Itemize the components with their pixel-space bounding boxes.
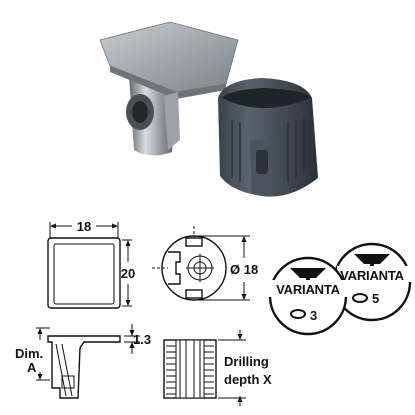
side-section-drawing: 1.3 Dim. A (15, 324, 151, 399)
thickness-dimension-label: 1.3 (133, 332, 151, 347)
drilling-label-line1: Drilling (224, 354, 269, 369)
front-view-drawing: 18 20 (47, 219, 135, 309)
dim-a-label-line1: Dim. (15, 346, 43, 361)
brand-label-badge-5: VARIANTA (340, 268, 404, 283)
plastic-housing-photo (218, 78, 318, 197)
top-view-drawing: Ø 18 (152, 226, 258, 301)
diameter-dimension-label: Ø 18 (230, 262, 258, 277)
code-label-badge-5: 5 (372, 291, 379, 306)
metal-connector-photo (99, 21, 239, 156)
drilling-label-line2: depth X (224, 372, 272, 387)
varianta-badge-3: VARIANTA 3 (266, 256, 350, 336)
height-dimension-label: 20 (121, 266, 135, 281)
brand-label-badge-3: VARIANTA (276, 282, 340, 297)
housing-section-drawing: Drilling depth X (163, 330, 272, 406)
width-dimension-label: 18 (77, 219, 91, 234)
dim-a-label-line2: A (27, 360, 37, 375)
code-label-badge-3: 3 (310, 308, 317, 323)
